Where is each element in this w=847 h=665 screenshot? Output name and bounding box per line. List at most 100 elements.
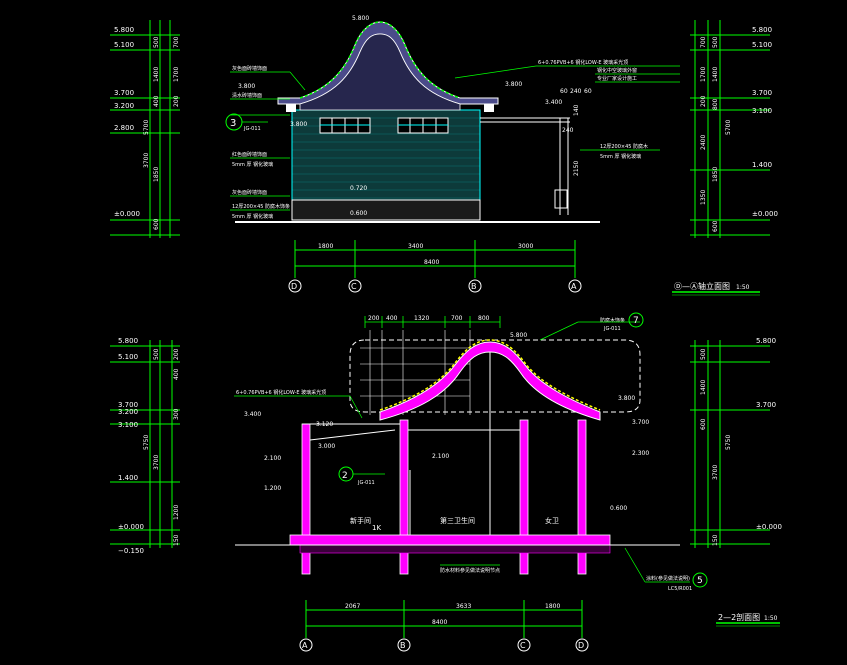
elev-axis-D: D xyxy=(291,282,297,291)
section-detail-ref-7: 7 JG-011 xyxy=(603,312,644,332)
elev-left-dim-5: 1850 xyxy=(153,167,160,182)
sec-room-2: 1K xyxy=(372,524,381,532)
sec-right-level-2: 3.700 xyxy=(756,401,776,409)
elev-axis-A: A xyxy=(571,282,577,291)
svg-text:3: 3 xyxy=(230,118,236,129)
elev-label-3: 红色面砖墙饰面 xyxy=(232,151,267,158)
elev-left-dim-2: 1400 xyxy=(153,67,160,82)
elevation-axis-bubbles: D C B A xyxy=(288,279,582,293)
elev-left-outer-dim-1: 700 xyxy=(173,36,180,48)
elev-local-level-2: 3.800 xyxy=(238,83,255,90)
elev-axis-C: C xyxy=(351,282,357,291)
elev-left-dim-6: 600 xyxy=(153,218,160,230)
section-title: 2—2剖面图 1:50 xyxy=(716,612,780,627)
elevation-leaders xyxy=(230,65,680,211)
elev-side-dim-2: 240 xyxy=(570,88,582,95)
elev-side-dim-6: 2150 xyxy=(573,161,580,176)
sec-left-dim-3: 400 xyxy=(173,368,180,380)
elev-bottom-dim-1: 1800 xyxy=(318,243,333,250)
sec-axis-A: A xyxy=(302,641,308,650)
sec-left-level-6: 1.400 xyxy=(118,474,138,482)
sec-left-level-5: 3.100 xyxy=(118,421,138,429)
svg-text:JG-011: JG-011 xyxy=(357,480,375,486)
sec-local-level-10: 0.600 xyxy=(610,505,627,512)
sec-right-dim-6: 150 xyxy=(712,534,719,546)
sec-bottom-dim-1: 2067 xyxy=(345,603,360,610)
elevation-detail-ref-3: 3 JG-011 xyxy=(225,113,268,132)
sec-bottom-total: 8400 xyxy=(432,619,447,626)
svg-text:LC5/R001: LC5/R001 xyxy=(668,586,692,592)
section-left-level-column xyxy=(110,340,180,548)
svg-text:7: 7 xyxy=(633,316,639,326)
svg-text:5: 5 xyxy=(697,576,703,586)
elevation-roof-ridge-tiles xyxy=(299,21,461,99)
svg-text:JG-011: JG-011 xyxy=(603,326,621,332)
sec-right-dim-1: 500 xyxy=(700,348,707,360)
sec-axis-B: B xyxy=(400,641,406,650)
elev-glass-note-2: 5mm 厚 钢化玻璃 xyxy=(600,153,641,160)
section-axis-bubbles: A B C D xyxy=(299,638,589,652)
elev-right-outer-dim-3: 600 xyxy=(712,220,719,232)
elev-left-level-2: 5.100 xyxy=(114,41,134,49)
elev-right-dim-6: 5700 xyxy=(725,120,732,135)
section-floor-slab xyxy=(289,534,611,546)
sec-left-dim-6: 5750 xyxy=(143,435,150,450)
elev-left-dim-1: 500 xyxy=(153,36,160,48)
svg-text:1:50: 1:50 xyxy=(736,284,750,291)
sec-note-2: 涂料(参见做法说明) xyxy=(646,575,690,582)
section-detail-ref-5: 5 LC5/R001 xyxy=(668,572,708,592)
elev-right-level-1: 5.800 xyxy=(752,26,772,34)
elev-bottom-dim-3: 3000 xyxy=(518,243,533,250)
sec-left-dim-7: 1200 xyxy=(173,505,180,520)
section-walls xyxy=(301,419,587,575)
section-top-dims xyxy=(364,316,501,328)
sec-bottom-dim-2: 3633 xyxy=(456,603,471,610)
svg-text:1:50: 1:50 xyxy=(764,615,778,622)
elev-label-1: 灰色面砖墙饰面 xyxy=(232,65,267,72)
elev-left-outer-dim-4: 5700 xyxy=(143,120,150,135)
sec-right-dim-5: 3700 xyxy=(712,465,719,480)
section-roof-tiles xyxy=(379,339,601,411)
elev-left-level-4: 3.200 xyxy=(114,102,134,110)
sec-left-level-7: ±0.000 xyxy=(118,523,144,531)
sec-top-dim-3: 1320 xyxy=(414,315,429,322)
svg-text:JG-011: JG-011 xyxy=(243,126,261,132)
sec-note-1: 防腐木饰条 xyxy=(600,317,625,324)
sec-top-dim-4: 700 xyxy=(451,315,463,322)
brick-hatch xyxy=(292,117,480,199)
section-skylight-outline xyxy=(349,339,641,413)
elev-note-2: 专业厂家设计施工 xyxy=(597,75,637,82)
svg-text:2—2剖面图: 2—2剖面图 xyxy=(718,612,760,622)
sec-left-dim-1: 500 xyxy=(153,348,160,360)
sec-left-dim-8: 150 xyxy=(173,534,180,546)
sec-local-level-4: 3.120 xyxy=(316,421,333,428)
elev-right-level-5: 1.400 xyxy=(752,161,772,169)
sec-right-dim-4: 5750 xyxy=(725,435,732,450)
sec-top-dim-1: 200 xyxy=(368,315,380,322)
elev-right-outer-dim-5: 1850 xyxy=(712,167,719,182)
sec-right-level-3: ±0.000 xyxy=(756,523,782,531)
sec-right-dim-2: 1400 xyxy=(700,380,707,395)
svg-text:2: 2 xyxy=(342,471,348,481)
elev-local-level-7: 3.800 xyxy=(290,121,307,128)
elev-label-6: 12厚200×45 防腐木饰条 xyxy=(232,203,290,210)
section-foundation xyxy=(299,544,611,554)
sec-local-level-11: 2.100 xyxy=(432,453,449,460)
elev-local-level-1: 5.800 xyxy=(352,15,369,22)
sec-local-level-1: 5.800 xyxy=(510,332,527,339)
sec-roof-annotation: 6+0.76PVB+6 钢化LOW-E 玻璃采光顶 xyxy=(236,389,326,396)
elev-right-level-2: 5.100 xyxy=(752,41,772,49)
sec-local-level-9: 2.300 xyxy=(632,450,649,457)
sec-local-level-8: 3.700 xyxy=(632,419,649,426)
elev-left-outer-dim-3: 200 xyxy=(173,95,180,107)
elev-axis-B: B xyxy=(471,282,477,291)
sec-room-4: 女卫 xyxy=(545,516,559,525)
sec-top-dim-5: 800 xyxy=(478,315,490,322)
elev-left-dim-4: 3700 xyxy=(143,153,150,168)
elev-left-level-5: 2.800 xyxy=(114,124,134,132)
elevation-left-level-column xyxy=(110,20,180,238)
elev-label-2: 清水砖墙饰面 xyxy=(232,92,262,99)
elev-left-dim-3: 400 xyxy=(153,95,160,107)
elevation-bottom-dims xyxy=(294,240,576,278)
